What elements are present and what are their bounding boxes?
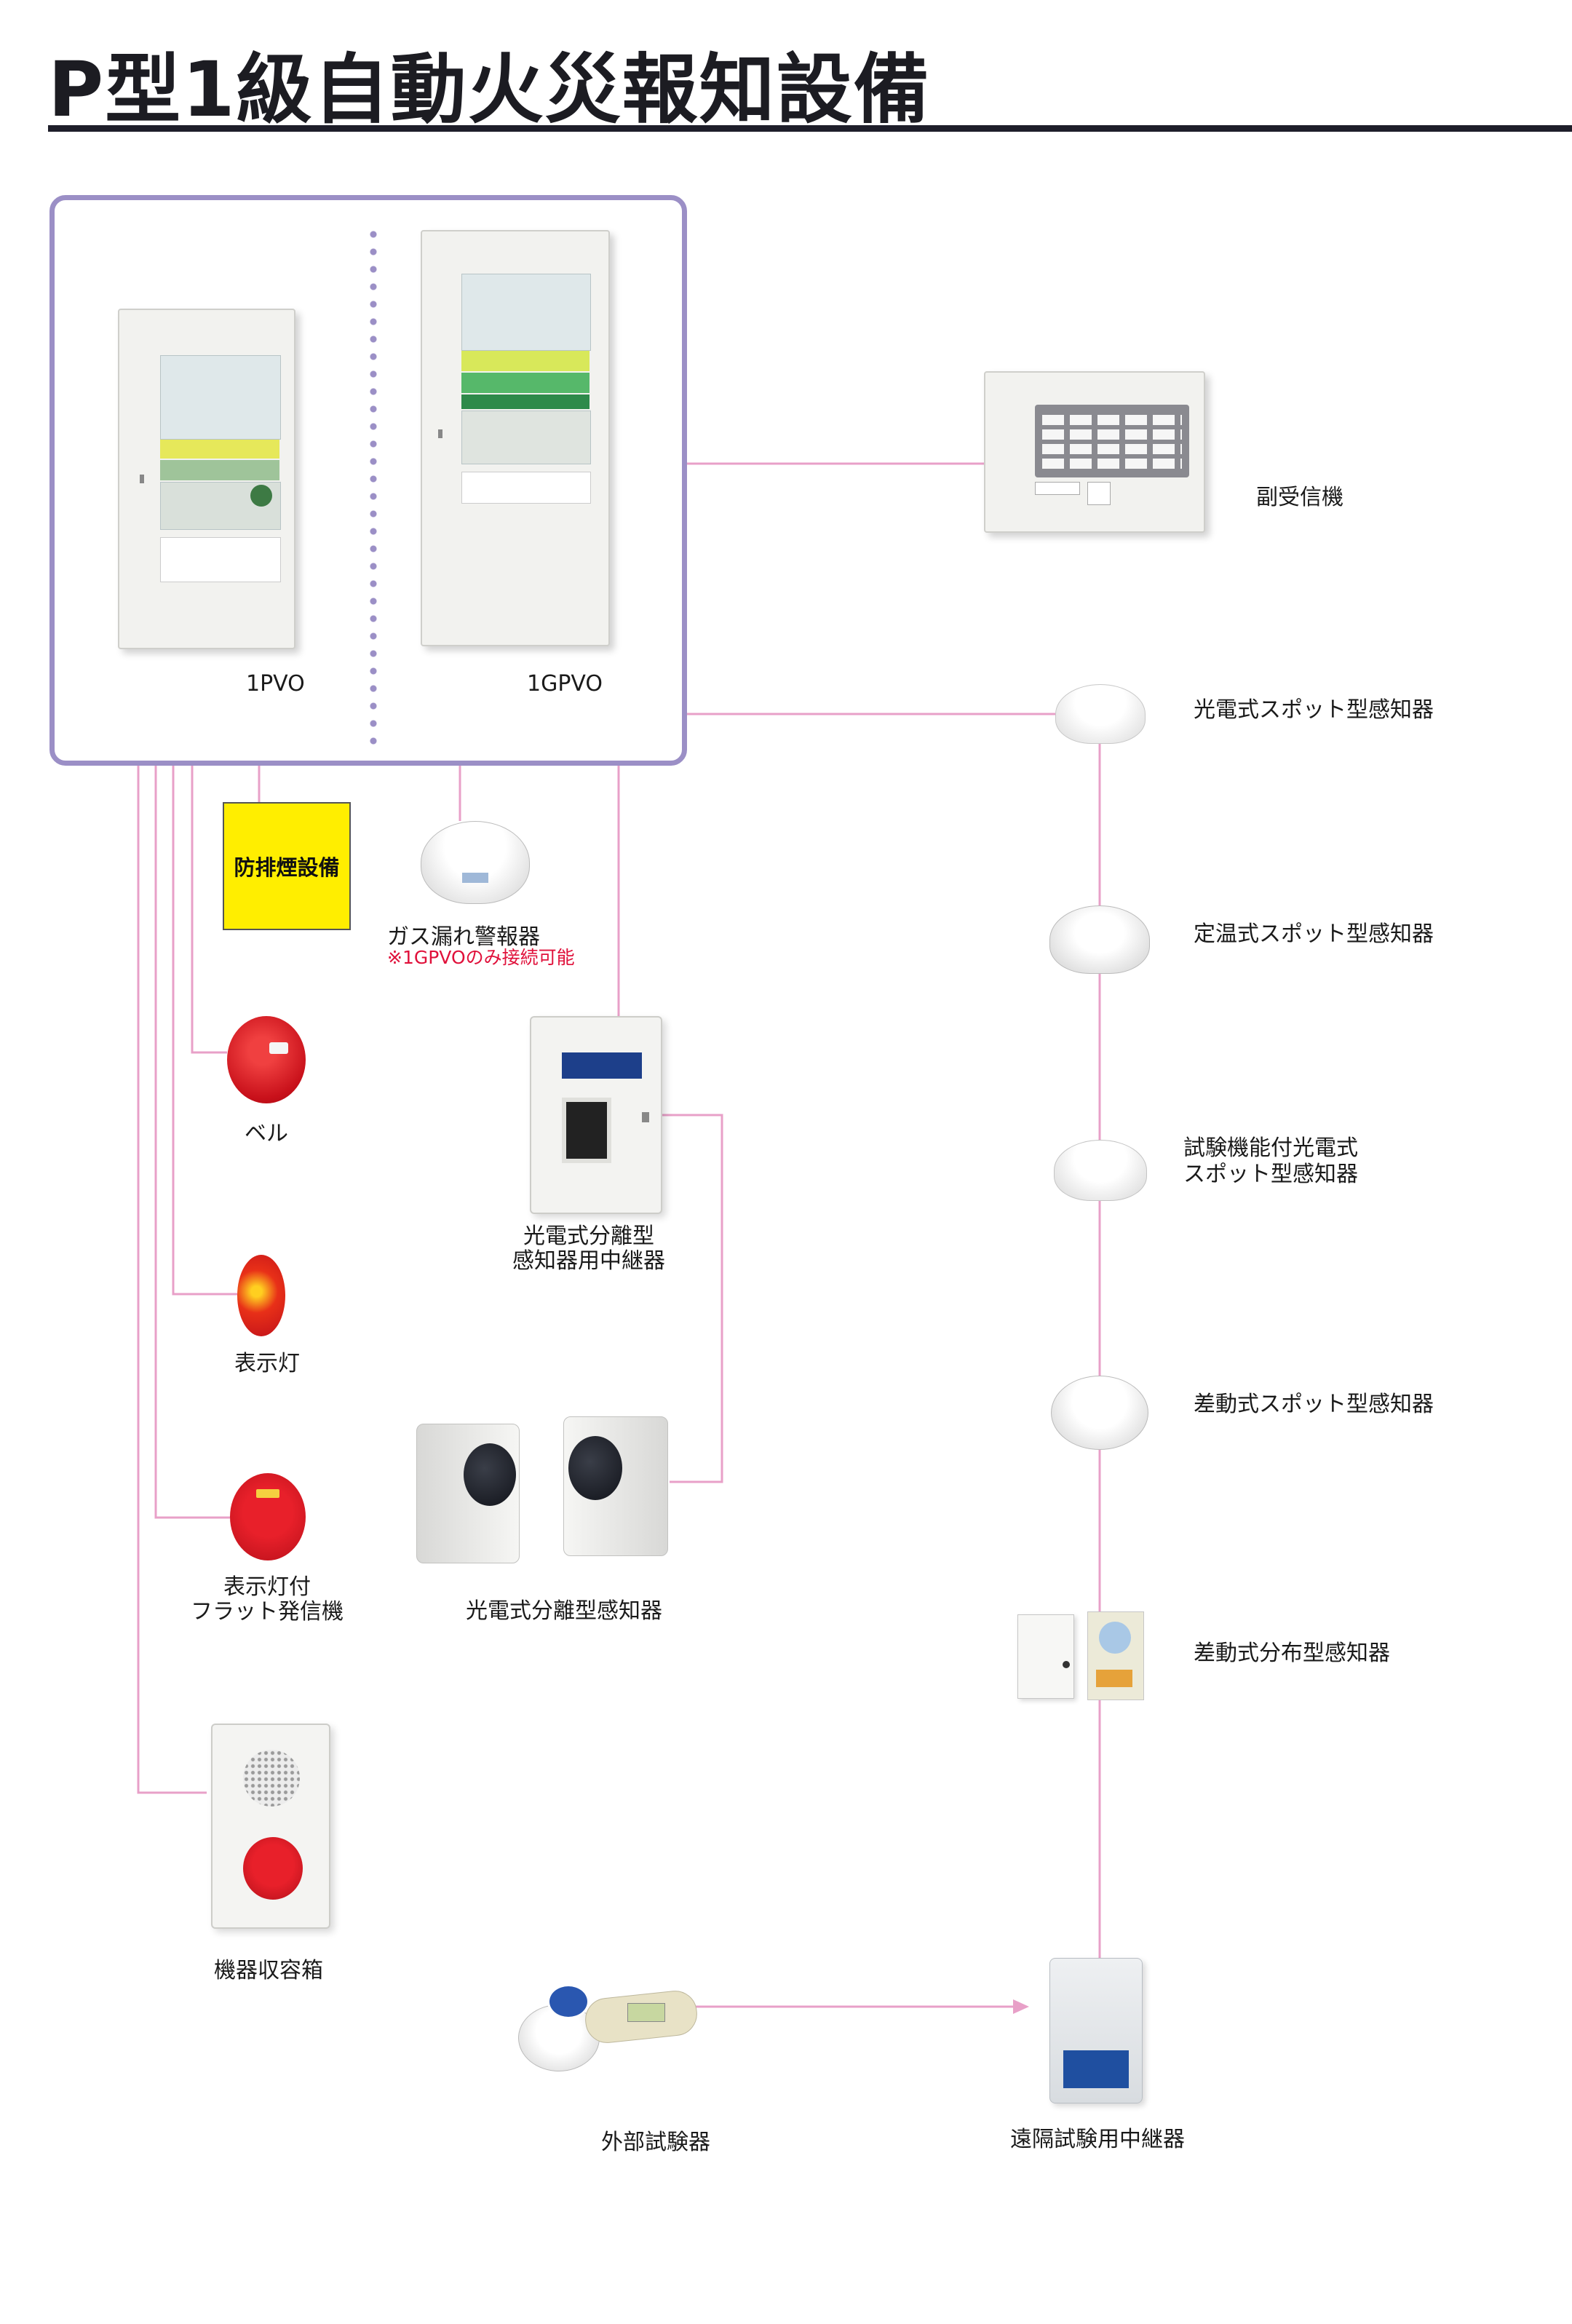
wire-transmitter	[154, 766, 230, 1519]
flat-transmitter-device	[230, 1473, 306, 1560]
test-func-label-line1: 試験機能付光電式	[1183, 1135, 1358, 1161]
title-rule	[48, 125, 1572, 132]
beam-detector-unit-right	[563, 1416, 668, 1556]
wire-equipment-box	[137, 766, 207, 1794]
equipment-box-device	[211, 1724, 330, 1929]
smoke-control-box: 防排煙設備	[223, 802, 351, 930]
wire-relay-to-beam	[659, 1114, 723, 1483]
sub-receiver-device	[984, 371, 1205, 533]
rate-of-rise-spot-detector	[1051, 1376, 1148, 1450]
test-func-label-line2: スポット型感知器	[1183, 1162, 1358, 1187]
beam-relay-label: 光電式分離型 感知器用中継器	[512, 1224, 665, 1274]
bell-label: ベル	[245, 1121, 288, 1146]
equipment-box-label: 機器収容箱	[214, 1958, 323, 1983]
indicator-lamp-device	[237, 1255, 285, 1336]
beam-relay-device	[530, 1016, 662, 1214]
fixed-temp-spot-detector	[1049, 905, 1150, 974]
beam-detector-unit-left	[416, 1424, 520, 1563]
sub-receiver-label: 副受信機	[1256, 485, 1343, 510]
gas-leak-alarm-device	[421, 821, 530, 904]
beam-relay-label-line2: 感知器用中継器	[512, 1248, 665, 1274]
beam-detector-label: 光電式分離型感知器	[466, 1598, 662, 1624]
flat-transmitter-label-line1: 表示灯付	[223, 1574, 311, 1600]
gas-leak-alarm-label: ガス漏れ警報器	[387, 924, 540, 950]
panel-1pvo-label: 1PVO	[246, 671, 305, 697]
panel-1gpvo	[421, 230, 610, 646]
fixed-temp-spot-label: 定温式スポット型感知器	[1194, 921, 1434, 947]
external-tester-label: 外部試験器	[601, 2130, 710, 2155]
test-func-photoelectric-detector	[1054, 1140, 1147, 1201]
rate-of-rise-spot-label: 差動式スポット型感知器	[1194, 1392, 1434, 1417]
wire-bell	[191, 766, 227, 1054]
photoelectric-spot-detector	[1055, 684, 1146, 744]
panel-1pvo	[118, 309, 295, 649]
page-title: P型1級自動火災報知設備	[48, 45, 931, 134]
rate-of-rise-distributed-detector	[1017, 1611, 1144, 1702]
external-tester-device	[518, 1980, 699, 2074]
test-func-photoelectric-label: 試験機能付光電式 スポット型感知器	[1183, 1135, 1358, 1188]
beam-relay-label-line1: 光電式分離型	[523, 1224, 654, 1249]
wire-lamp	[172, 766, 237, 1296]
gas-leak-note: ※1GPVOのみ接続可能	[387, 947, 575, 968]
panel-divider	[370, 226, 377, 750]
remote-test-relay-label: 遠隔試験用中継器	[1010, 2127, 1185, 2152]
arrow-head	[1013, 1999, 1029, 2014]
rate-of-rise-distributed-label: 差動式分布型感知器	[1194, 1641, 1390, 1666]
remote-test-relay-device	[1049, 1958, 1143, 2103]
photoelectric-spot-label: 光電式スポット型感知器	[1194, 697, 1434, 723]
beam-detector-device	[416, 1416, 671, 1563]
flat-transmitter-label-line2: フラット発信機	[191, 1599, 344, 1625]
indicator-lamp-label: 表示灯	[234, 1351, 300, 1376]
bell-device	[227, 1016, 306, 1103]
panel-1gpvo-label: 1GPVO	[527, 671, 603, 697]
flat-transmitter-label: 表示灯付 フラット発信機	[191, 1575, 344, 1625]
